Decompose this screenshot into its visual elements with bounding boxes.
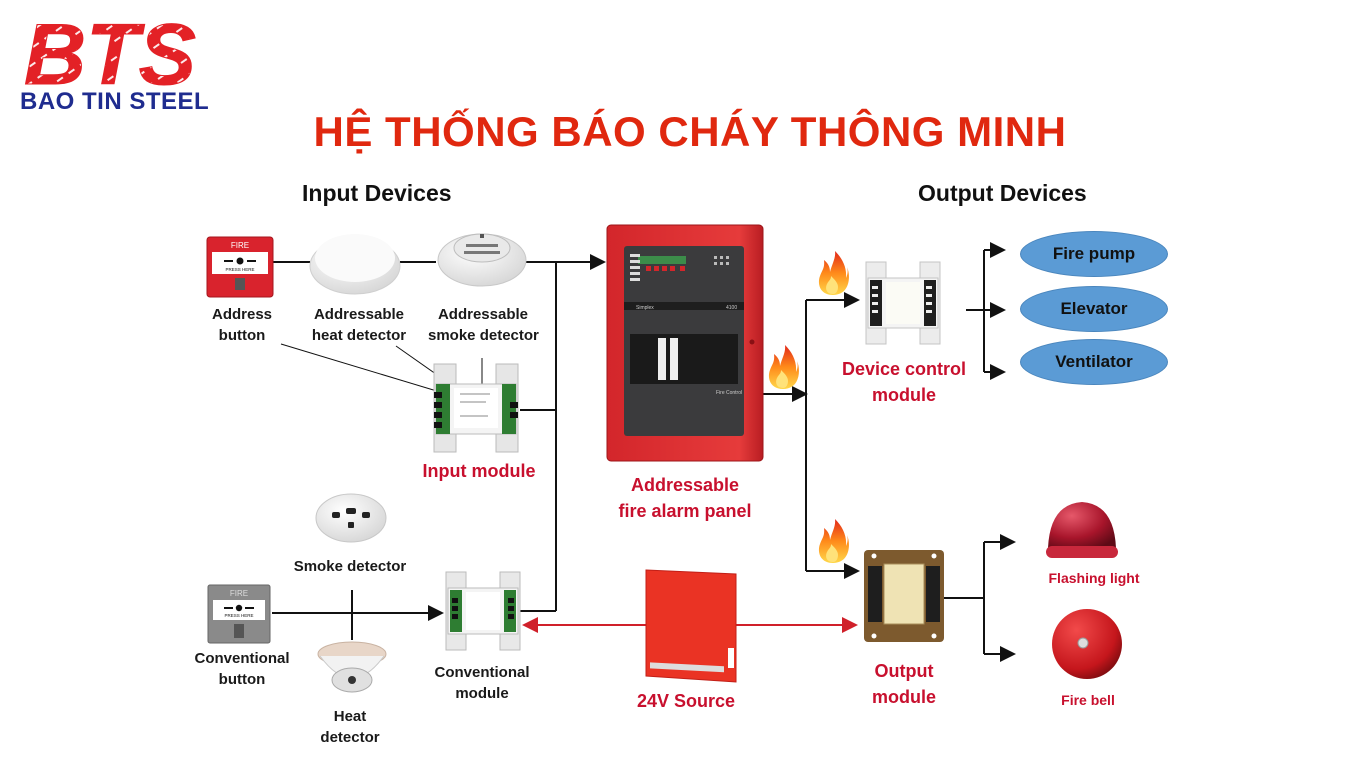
svg-text:FIRE: FIRE <box>230 589 248 598</box>
flashing-light-icon <box>1046 502 1118 558</box>
output-module-icon <box>864 550 944 642</box>
fire-bell-icon <box>1052 609 1122 679</box>
device-control-module-icon <box>865 261 941 345</box>
24v-source-label: 24V Source <box>636 691 736 711</box>
addressable-fire-alarm-panel-icon: Simplex 4100 Fire Control <box>606 224 764 462</box>
svg-text:4100: 4100 <box>726 305 737 311</box>
conventional-module-icon <box>445 571 521 651</box>
svg-text:Simplex: Simplex <box>636 305 654 311</box>
flame-icon <box>818 519 849 563</box>
addressable-heat-detector-label: Addressable heat detector <box>311 306 407 344</box>
address-button-icon: FIRE PRESS HERE <box>206 236 274 298</box>
svg-text:PRESS HERE: PRESS HERE <box>224 613 253 618</box>
heat-detector-label: Heat detector <box>320 708 380 746</box>
flame-icon <box>768 345 799 389</box>
input-module-icon <box>433 363 519 453</box>
smoke-detector-label: Smoke detector <box>293 558 407 575</box>
page-title: HỆ THỐNG BÁO CHÁY THÔNG MINH <box>313 108 1067 155</box>
conventional-button-icon: FIRE PRESS HERE <box>207 584 271 644</box>
bts-logo-icon: BTS <box>24 12 197 92</box>
addressable-heat-detector-icon <box>309 234 401 295</box>
fire-bell-label: Fire bell <box>1061 692 1115 708</box>
input-devices-heading: Input Devices <box>302 180 452 206</box>
logo-letters: BTS <box>24 12 196 92</box>
smoke-detector-icon <box>315 493 387 543</box>
output-devices-heading: Output Devices <box>918 180 1087 206</box>
svg-text:Fire Control: Fire Control <box>716 390 742 396</box>
device-control-module-label: Device control module <box>841 359 967 405</box>
lead-button-input <box>280 343 451 396</box>
conventional-module-label: Conventional module <box>434 664 530 702</box>
output-module-label: Output module <box>871 661 936 707</box>
elevator-target: Elevator <box>1020 286 1168 332</box>
addressable-smoke-detector-icon <box>437 233 527 287</box>
svg-text:FIRE: FIRE <box>231 241 249 250</box>
conventional-button-label: Conventional button <box>194 650 290 688</box>
fire-pump-target: Fire pump <box>1020 231 1168 277</box>
svg-text:PRESS HERE: PRESS HERE <box>225 267 254 272</box>
heat-detector-icon <box>317 641 387 693</box>
addressable-smoke-detector-label: Addressable smoke detector <box>428 306 539 344</box>
flashing-light-label: Flashing light <box>1048 570 1140 586</box>
flame-icon <box>818 251 849 295</box>
fire-alarm-panel-label: Addressable fire alarm panel <box>618 475 752 521</box>
address-button-label: Address button <box>211 306 273 344</box>
24v-power-supply-icon <box>645 569 737 683</box>
input-module-label: Input module <box>422 461 536 481</box>
ventilator-target: Ventilator <box>1020 339 1168 385</box>
company-name: BAO TIN STEEL <box>20 88 210 115</box>
